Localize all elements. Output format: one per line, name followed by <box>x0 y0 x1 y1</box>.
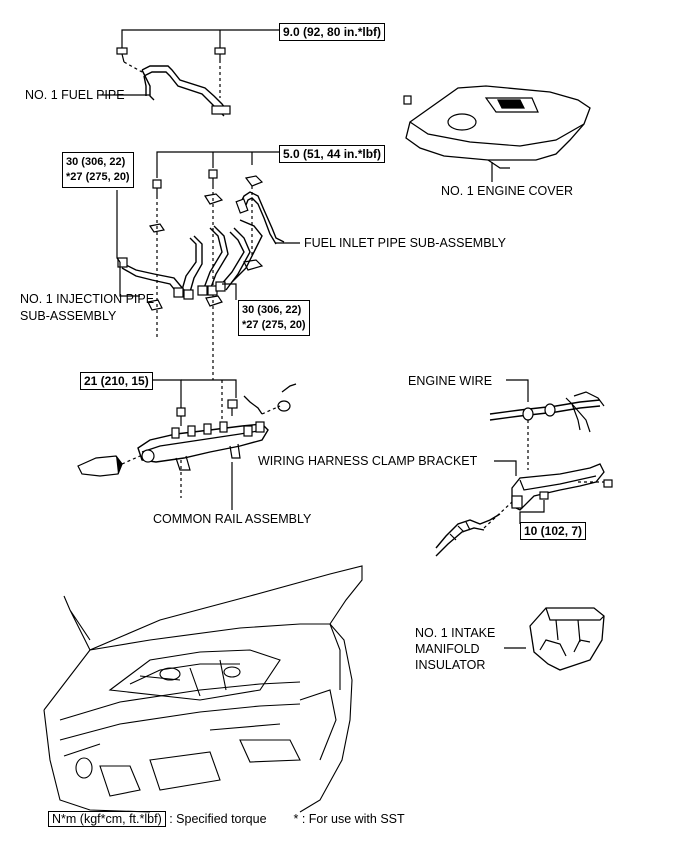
label-insulator-line1: NO. 1 INTAKE <box>415 626 496 640</box>
legend-torque-unit: N*m (kgf*cm, ft.*lbf) <box>48 811 166 827</box>
engine-wire <box>489 399 601 415</box>
fuel-pipe-group <box>100 29 279 117</box>
label-injection-pipe-line1: NO. 1 INJECTION PIPE <box>20 292 155 306</box>
common-rail-group <box>77 379 297 510</box>
clamp-icon <box>205 295 223 307</box>
wire-bracket-group <box>435 379 613 557</box>
bolt-icon <box>152 179 162 196</box>
vehicle-illustration <box>43 565 363 813</box>
wiring-harness-clamp-bracket <box>511 463 605 511</box>
legend: N*m (kgf*cm, ft.*lbf) : Specified torque… <box>48 811 405 827</box>
label-fuel-inlet-pipe: FUEL INLET PIPE SUB-ASSEMBLY <box>304 236 506 250</box>
torque-inlet-clamps: 5.0 (51, 44 in.*lbf) <box>279 145 386 163</box>
torque-injection-left: 30 (306, 22) *27 (275, 20) <box>62 152 134 188</box>
legend-sst-note: * : For use with SST <box>293 812 405 826</box>
bolt-icon <box>176 407 186 426</box>
torque-injection-right: 30 (306, 22) *27 (275, 20) <box>238 300 310 336</box>
bolt-icon <box>603 479 613 488</box>
injection-pipes-group <box>116 151 300 380</box>
label-common-rail-assembly: COMMON RAIL ASSEMBLY <box>153 512 312 526</box>
clamp-icon <box>243 259 264 271</box>
fuel-inlet-pipe <box>239 191 285 243</box>
engine-cover <box>403 85 591 182</box>
clamp-icon <box>147 299 163 311</box>
label-insulator-line3: INSULATOR <box>415 658 486 672</box>
label-wiring-harness-clamp-bracket: WIRING HARNESS CLAMP BRACKET <box>258 454 478 468</box>
common-rail <box>137 423 269 463</box>
bolt-icon <box>539 491 549 500</box>
label-no1-engine-cover: NO. 1 ENGINE COVER <box>441 184 573 198</box>
label-insulator-line2: MANIFOLD <box>415 642 480 656</box>
bolt-icon <box>227 399 238 416</box>
bolt-icon <box>208 169 218 186</box>
bolt-icon <box>214 47 226 60</box>
label-no1-fuel-pipe: NO. 1 FUEL PIPE <box>25 88 125 102</box>
label-engine-wire: ENGINE WIRE <box>408 374 493 388</box>
torque-fuel-pipe-bolts: 9.0 (92, 80 in.*lbf) <box>279 23 386 41</box>
legend-torque-desc: : Specified torque <box>169 812 267 826</box>
fuel-pipe <box>141 65 229 113</box>
bolt-icon <box>116 47 128 63</box>
torque-common-rail-bolts: 21 (210, 15) <box>80 372 153 390</box>
label-injection-pipe-line2: SUB-ASSEMBLY <box>20 309 117 323</box>
torque-bracket-bolts: 10 (102, 7) <box>520 522 587 540</box>
clamp-icon <box>244 175 264 187</box>
intake-manifold-insulator <box>504 607 605 671</box>
